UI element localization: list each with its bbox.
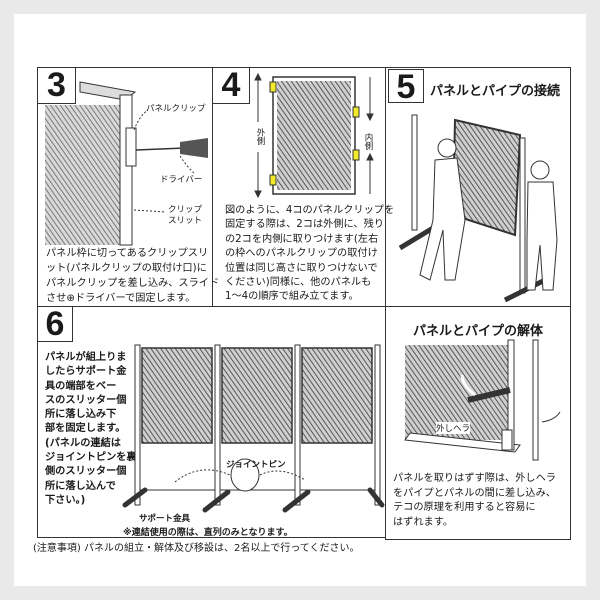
text-line: 固定する際は、2コは外側に、残り — [225, 219, 384, 231]
step4-body: 図のように、4コのパネルクリップを 固定する際は、2コは外側に、残り の2コを内… — [225, 204, 394, 305]
step5-number: 5 — [388, 69, 424, 104]
text-line: スのスリッター個 — [45, 394, 127, 406]
text-line: の枠へのパネルクリップの取付け — [225, 248, 378, 260]
label-inside: 内側 — [363, 133, 373, 150]
text-line: パネルを取りはずす際は、外しヘラ — [393, 473, 556, 484]
step6-note: ※連結使用の際は、直列のみとなります。 — [123, 528, 293, 538]
disassembly-illustration — [404, 339, 561, 461]
text-line: 側のスリッター個 — [45, 466, 127, 478]
step3-illustration — [45, 81, 208, 246]
label-support-bracket: サポート金具 — [139, 514, 191, 524]
step5-title: パネルとパイプの接続 — [430, 84, 561, 99]
step6-number: 6 — [37, 306, 73, 342]
text-line: ット(パネルクリップの取付け口)に — [46, 263, 207, 274]
step5-illustration — [398, 114, 558, 303]
text-line: テコの原理を利用すると容易に — [393, 502, 536, 513]
label-panel-clip: パネルクリップ — [146, 104, 206, 114]
text-line: パネルが組上りま — [45, 352, 127, 363]
text-line: をパイプとパネルの間に差し込み、 — [393, 487, 556, 499]
disassembly-body: パネルを取りはずす際は、外しヘラ をパイプとパネルの間に差し込み、 テコの原理を… — [393, 472, 556, 530]
text-line: 具の端部をベー — [45, 380, 117, 392]
text-line: の2コを内側に取りつけます(左右 — [225, 233, 379, 245]
text-line: はずれます。 — [393, 516, 454, 528]
text-line: 所に落し込み下 — [45, 409, 117, 421]
text-line: 1〜4の順序で組み立てます。 — [225, 291, 359, 303]
label-removal-spatula: 外しヘラ — [436, 422, 471, 434]
label-driver: ドライバー — [160, 175, 203, 185]
text-line: ジョイントピンを裏 — [45, 452, 137, 464]
label-clip-slit-1: クリップ — [168, 205, 203, 215]
text-line: 図のように、4コのパネルクリップを — [225, 205, 395, 216]
text-line: パネル枠に切ってあるクリップスリ — [46, 248, 209, 259]
text-line: したらサポート金 — [45, 366, 127, 378]
step4-illustration — [254, 72, 374, 199]
caution-note: (注意事項) パネルの組立・解体及び移設は、2名以上で行ってください。 — [33, 543, 360, 554]
disassembly-panel — [385, 306, 571, 540]
label-clip-slit-2: スリット — [168, 216, 203, 226]
text-line: パネルクリップを差し込み、スライド — [46, 278, 220, 289]
step6-body: パネルが組上りま したらサポート金 具の端部をベー スのスリッター個 所に落し込… — [45, 351, 137, 508]
text-line: 下さい。) — [45, 494, 86, 506]
step6-illustration — [122, 344, 385, 513]
text-line: (パネルの連結は — [45, 437, 121, 449]
text-line: ください)同様に、他のパネルも — [225, 277, 372, 289]
step3-number: 3 — [37, 67, 76, 104]
step4-number: 4 — [212, 67, 250, 104]
text-line: 位置は同じ高さに取りつけないで — [225, 262, 378, 274]
step3-body: パネル枠に切ってあるクリップスリ ット(パネルクリップの取付け口)に パネルクリ… — [46, 246, 219, 306]
disassembly-title: パネルとパイプの解体 — [413, 324, 544, 339]
text-line: 所に落し込んで — [45, 480, 116, 492]
label-outside: 外側 — [255, 128, 265, 145]
text-line: 部を固定します。 — [45, 423, 126, 435]
label-joint-pin: ジョイントピン — [226, 460, 286, 470]
text-line: させ⊕ドライバーで固定します。 — [46, 293, 196, 304]
